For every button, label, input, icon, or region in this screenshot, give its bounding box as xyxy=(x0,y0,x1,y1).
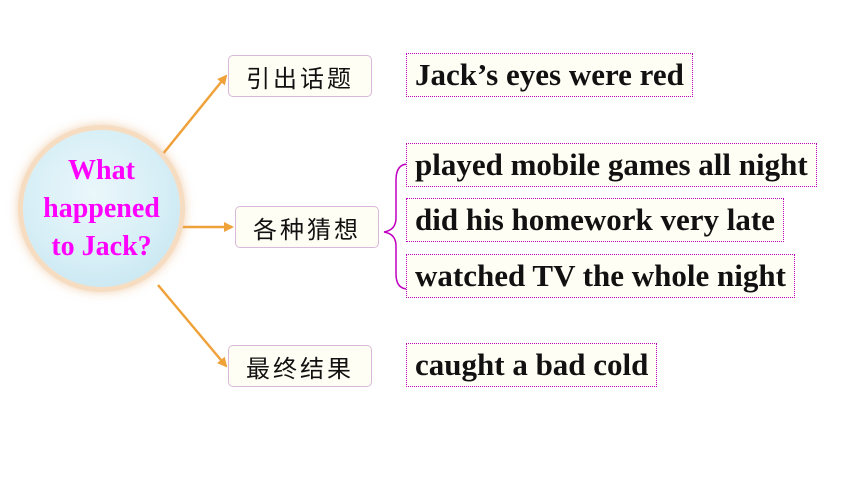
arrow-to-result xyxy=(157,284,228,368)
guesses-brace xyxy=(383,163,409,290)
central-question-circle: What happened to Jack? xyxy=(23,130,180,287)
box-intro: Jack’s eyes were red xyxy=(406,53,693,97)
box-guess-3: watched TV the whole night xyxy=(406,254,795,298)
label-guesses: 各种猜想 xyxy=(235,206,379,248)
arrow-to-intro xyxy=(157,74,228,161)
box-result: caught a bad cold xyxy=(406,343,658,387)
central-question-text: What happened to Jack? xyxy=(43,154,160,262)
box-guess-2: did his homework very late xyxy=(406,198,784,242)
label-result: 最终结果 xyxy=(228,345,372,387)
label-intro: 引出话题 xyxy=(228,55,372,97)
box-guess-1: played mobile games all night xyxy=(406,143,817,187)
